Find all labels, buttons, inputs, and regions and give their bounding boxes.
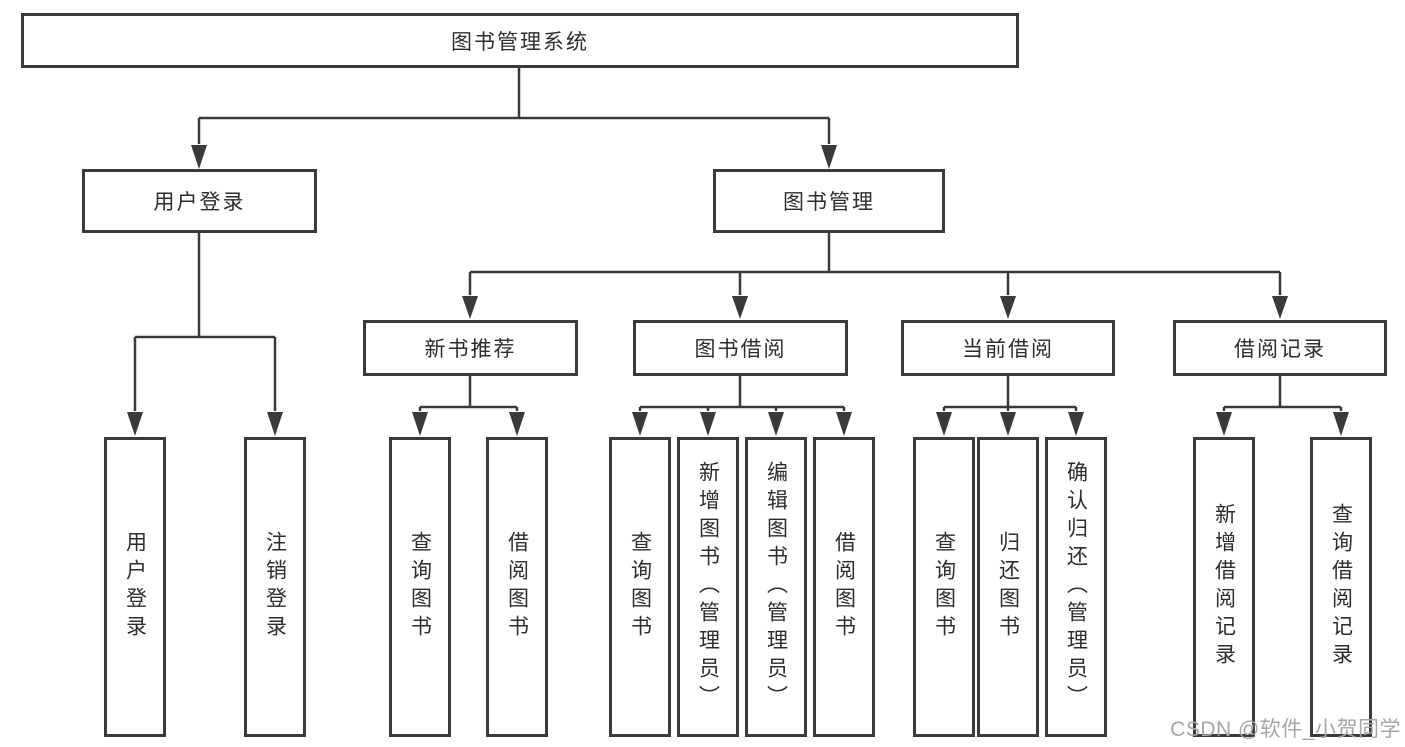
leaf-return-books: 归还图书	[977, 437, 1039, 737]
leaf-query-borrow-record: 查询借阅记录	[1310, 437, 1372, 737]
node-book-management: 图书管理	[713, 169, 945, 233]
edge-records-to-leaves	[1222, 376, 1343, 411]
csdn-watermark: CSDN @软件_小贺同学	[1170, 718, 1401, 741]
node-borrowing-records: 借阅记录	[1173, 320, 1387, 376]
leaf-query-books-current: 查询图书	[913, 437, 975, 737]
edge-borrowing-to-leaves	[638, 376, 846, 411]
node-new-book-recommendation: 新书推荐	[363, 320, 578, 376]
arrowheads	[127, 145, 1349, 436]
edge-newbook-to-leaves	[418, 376, 519, 411]
leaf-edit-book-admin: 编辑图书（管理员）	[745, 437, 807, 737]
edge-userlogin-to-leaves	[133, 233, 277, 411]
leaf-user-login: 用户登录	[104, 437, 166, 737]
leaf-borrow-books-borrowing: 借阅图书	[813, 437, 875, 737]
node-book-borrowing: 图书借阅	[633, 320, 848, 376]
node-library-management-system: 图书管理系统	[21, 13, 1019, 68]
edge-current-to-leaves	[942, 376, 1078, 411]
leaf-add-book-admin: 新增图书（管理员）	[677, 437, 739, 737]
node-current-borrowing: 当前借阅	[901, 320, 1115, 376]
leaf-logout-login: 注销登录	[244, 437, 306, 737]
leaf-add-borrow-record: 新增借阅记录	[1193, 437, 1255, 737]
edge-bookmgmt-to-level3	[468, 233, 1282, 295]
node-user-login: 用户登录	[82, 169, 317, 233]
leaf-borrow-books-recommend: 借阅图书	[486, 437, 548, 737]
leaf-query-books-recommend: 查询图书	[389, 437, 451, 737]
leaf-query-books-borrowing: 查询图书	[609, 437, 671, 737]
edge-root-to-level2	[197, 68, 831, 144]
leaf-confirm-return-admin: 确认归还（管理员）	[1045, 437, 1107, 737]
